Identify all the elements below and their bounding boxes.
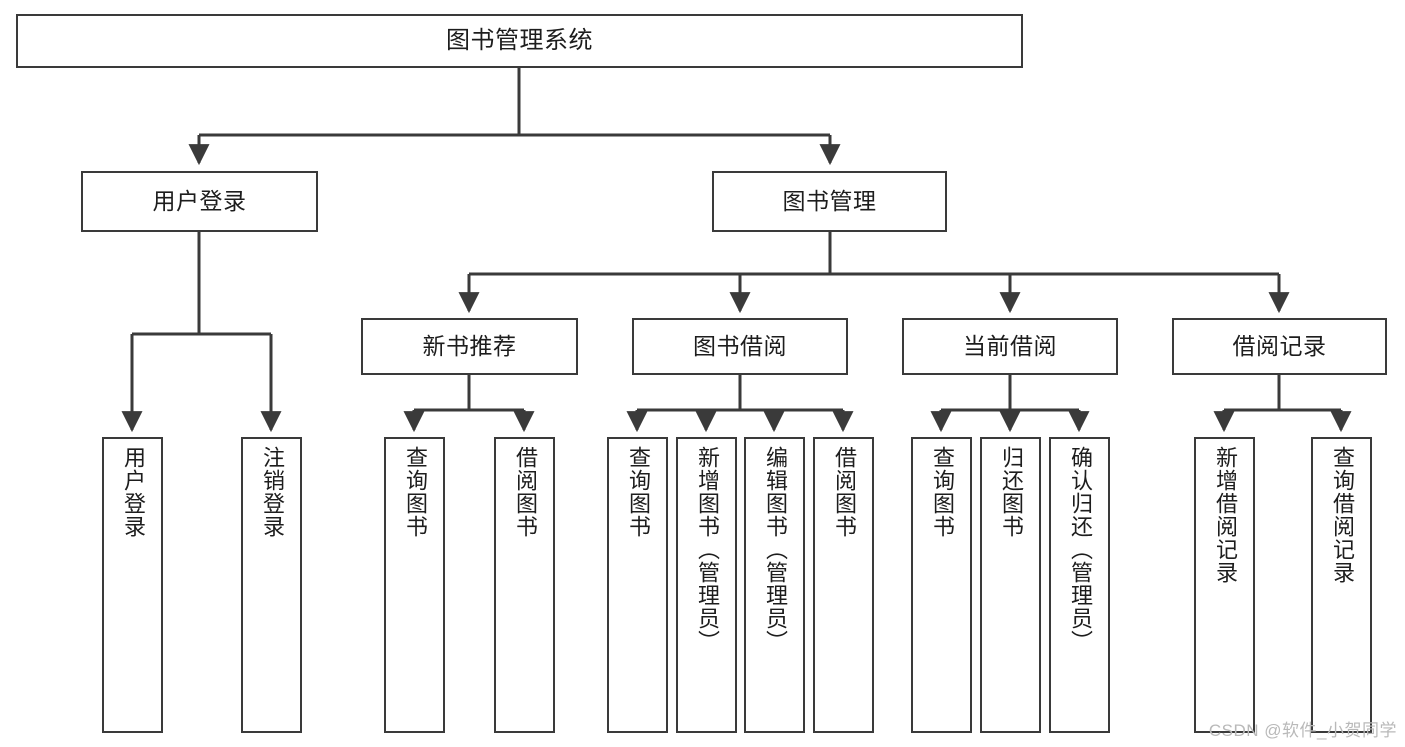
node-leaf-borrow-book[interactable]: 借阅图书 [813, 437, 874, 733]
node-label: 编辑图书（管理员） [762, 446, 788, 653]
node-leaf-logout[interactable]: 注销登录 [241, 437, 302, 733]
node-label: 归还图书 [998, 446, 1024, 538]
node-current-borrow[interactable]: 当前借阅 [902, 318, 1118, 375]
node-label: 新增借阅记录 [1212, 446, 1238, 584]
csdn-watermark: CSDN @软件_小贺同学 [1208, 721, 1397, 740]
node-leaf-new-book-query[interactable]: 查询图书 [384, 437, 445, 733]
node-label: 查询图书 [929, 446, 955, 538]
node-label: 注销登录 [259, 446, 285, 538]
node-new-book-recommend[interactable]: 新书推荐 [361, 318, 578, 375]
node-label: 新增图书（管理员） [694, 446, 720, 653]
node-leaf-add-borrow-record[interactable]: 新增借阅记录 [1194, 437, 1255, 733]
node-label: 借阅图书 [831, 446, 857, 538]
node-label: 图书管理 [782, 187, 877, 214]
node-book-management[interactable]: 图书管理 [712, 171, 947, 232]
node-label: 查询图书 [625, 446, 651, 538]
node-user-login[interactable]: 用户登录 [81, 171, 318, 232]
node-leaf-add-book-admin[interactable]: 新增图书（管理员） [676, 437, 737, 733]
node-label: 查询借阅记录 [1329, 446, 1355, 584]
node-leaf-new-book-borrow[interactable]: 借阅图书 [494, 437, 555, 733]
node-label: 图书借阅 [693, 332, 787, 359]
node-leaf-return-book[interactable]: 归还图书 [980, 437, 1041, 733]
node-leaf-edit-book-admin[interactable]: 编辑图书（管理员） [744, 437, 805, 733]
node-label: 借阅图书 [512, 446, 538, 538]
node-label: 借阅记录 [1232, 332, 1327, 359]
node-label: 新书推荐 [422, 332, 517, 359]
node-label: 用户登录 [152, 187, 247, 214]
node-borrow-record[interactable]: 借阅记录 [1172, 318, 1387, 375]
node-label: 用户登录 [120, 446, 146, 538]
node-root-book-management-system[interactable]: 图书管理系统 [16, 14, 1023, 68]
node-leaf-query-borrow-record[interactable]: 查询借阅记录 [1311, 437, 1372, 733]
node-leaf-borrow-query-book[interactable]: 查询图书 [607, 437, 668, 733]
node-leaf-confirm-return-admin[interactable]: 确认归还（管理员） [1049, 437, 1110, 733]
node-label: 当前借阅 [963, 332, 1057, 359]
node-book-borrow[interactable]: 图书借阅 [632, 318, 848, 375]
node-leaf-user-login[interactable]: 用户登录 [102, 437, 163, 733]
node-label: 图书管理系统 [446, 26, 593, 54]
node-leaf-current-query-book[interactable]: 查询图书 [911, 437, 972, 733]
node-label: 确认归还（管理员） [1067, 446, 1093, 653]
node-label: 查询图书 [402, 446, 428, 538]
